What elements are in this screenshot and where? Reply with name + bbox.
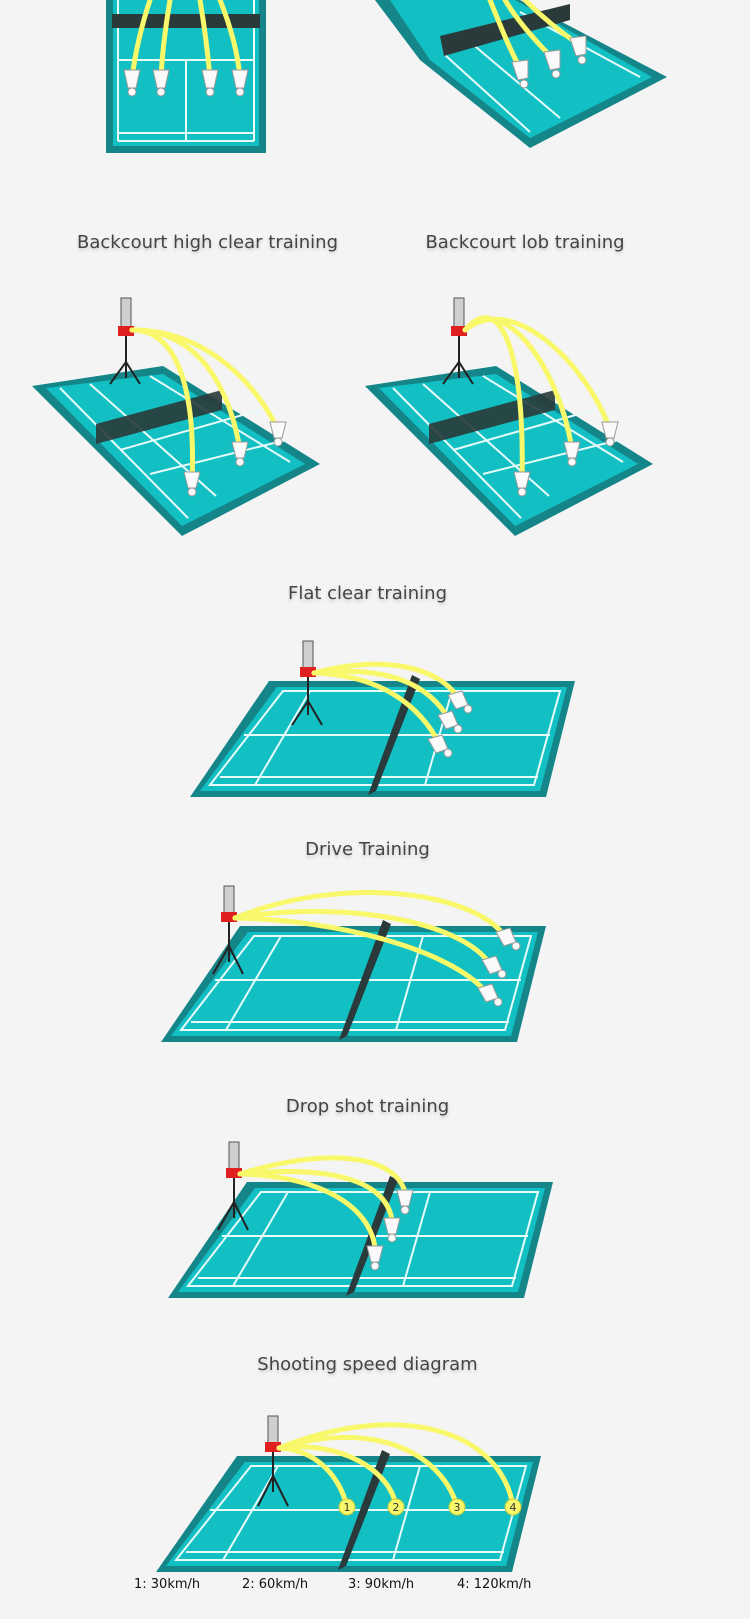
caption-backcourt-lob: Backcourt lob training: [425, 232, 625, 253]
flat-clear-diagram: [190, 640, 575, 797]
shuttle-machine-icon: [109, 297, 141, 385]
shuttlecock-icon: [366, 1189, 414, 1271]
shuttlecock-icon: [477, 927, 521, 1007]
shuttle-machine-icon: [212, 885, 244, 975]
caption-drop-shot: Drop shot training: [285, 1096, 450, 1117]
shuttle-machine-icon: [217, 1141, 249, 1231]
top-scene-diagonal-court: [375, 0, 667, 148]
shooting-speed-diagram: [156, 1415, 541, 1572]
speed-marker-3: [448, 1498, 466, 1516]
speed-marker-2: [387, 1498, 405, 1516]
speed-legend-4: 4: 120km/h: [457, 1577, 532, 1592]
backcourt-lob-diagram: [365, 297, 653, 536]
top-scene-vertical-court: [106, 0, 266, 153]
speed-marker-label-3: 3: [454, 1501, 461, 1514]
backcourt-high-clear-diagram: [32, 297, 320, 536]
speed-legend-3: 3: 90km/h: [348, 1577, 415, 1592]
shuttlecock-icon: [183, 421, 287, 497]
drive-diagram: [161, 885, 546, 1042]
shuttle-machine-icon: [442, 297, 474, 385]
shuttle-machine-icon: [257, 1415, 289, 1507]
caption-shooting-speed: Shooting speed diagram: [257, 1354, 478, 1375]
drop-shot-diagram: [168, 1141, 553, 1298]
speed-legend-2: 2: 60km/h: [242, 1577, 309, 1592]
shuttlecock-icon: [123, 69, 249, 97]
speed-marker-4: [504, 1498, 522, 1516]
shuttlecock-icon: [511, 35, 587, 89]
caption-backcourt-high-clear: Backcourt high clear training: [76, 232, 339, 253]
shuttlecock-icon: [427, 690, 473, 758]
speed-marker-label-4: 4: [510, 1501, 517, 1514]
caption-flat-clear: Flat clear training: [287, 583, 448, 604]
speed-marker-label-2: 2: [393, 1501, 400, 1514]
shuttle-machine-icon: [291, 640, 323, 726]
caption-drive: Drive Training: [305, 839, 430, 860]
speed-marker-1: [338, 1498, 356, 1516]
shuttlecock-icon: [513, 421, 619, 497]
speed-legend-1: 1: 30km/h: [134, 1577, 201, 1592]
speed-marker-label-1: 1: [344, 1501, 351, 1514]
speed-markers: 1 2 3 4: [338, 1498, 522, 1516]
